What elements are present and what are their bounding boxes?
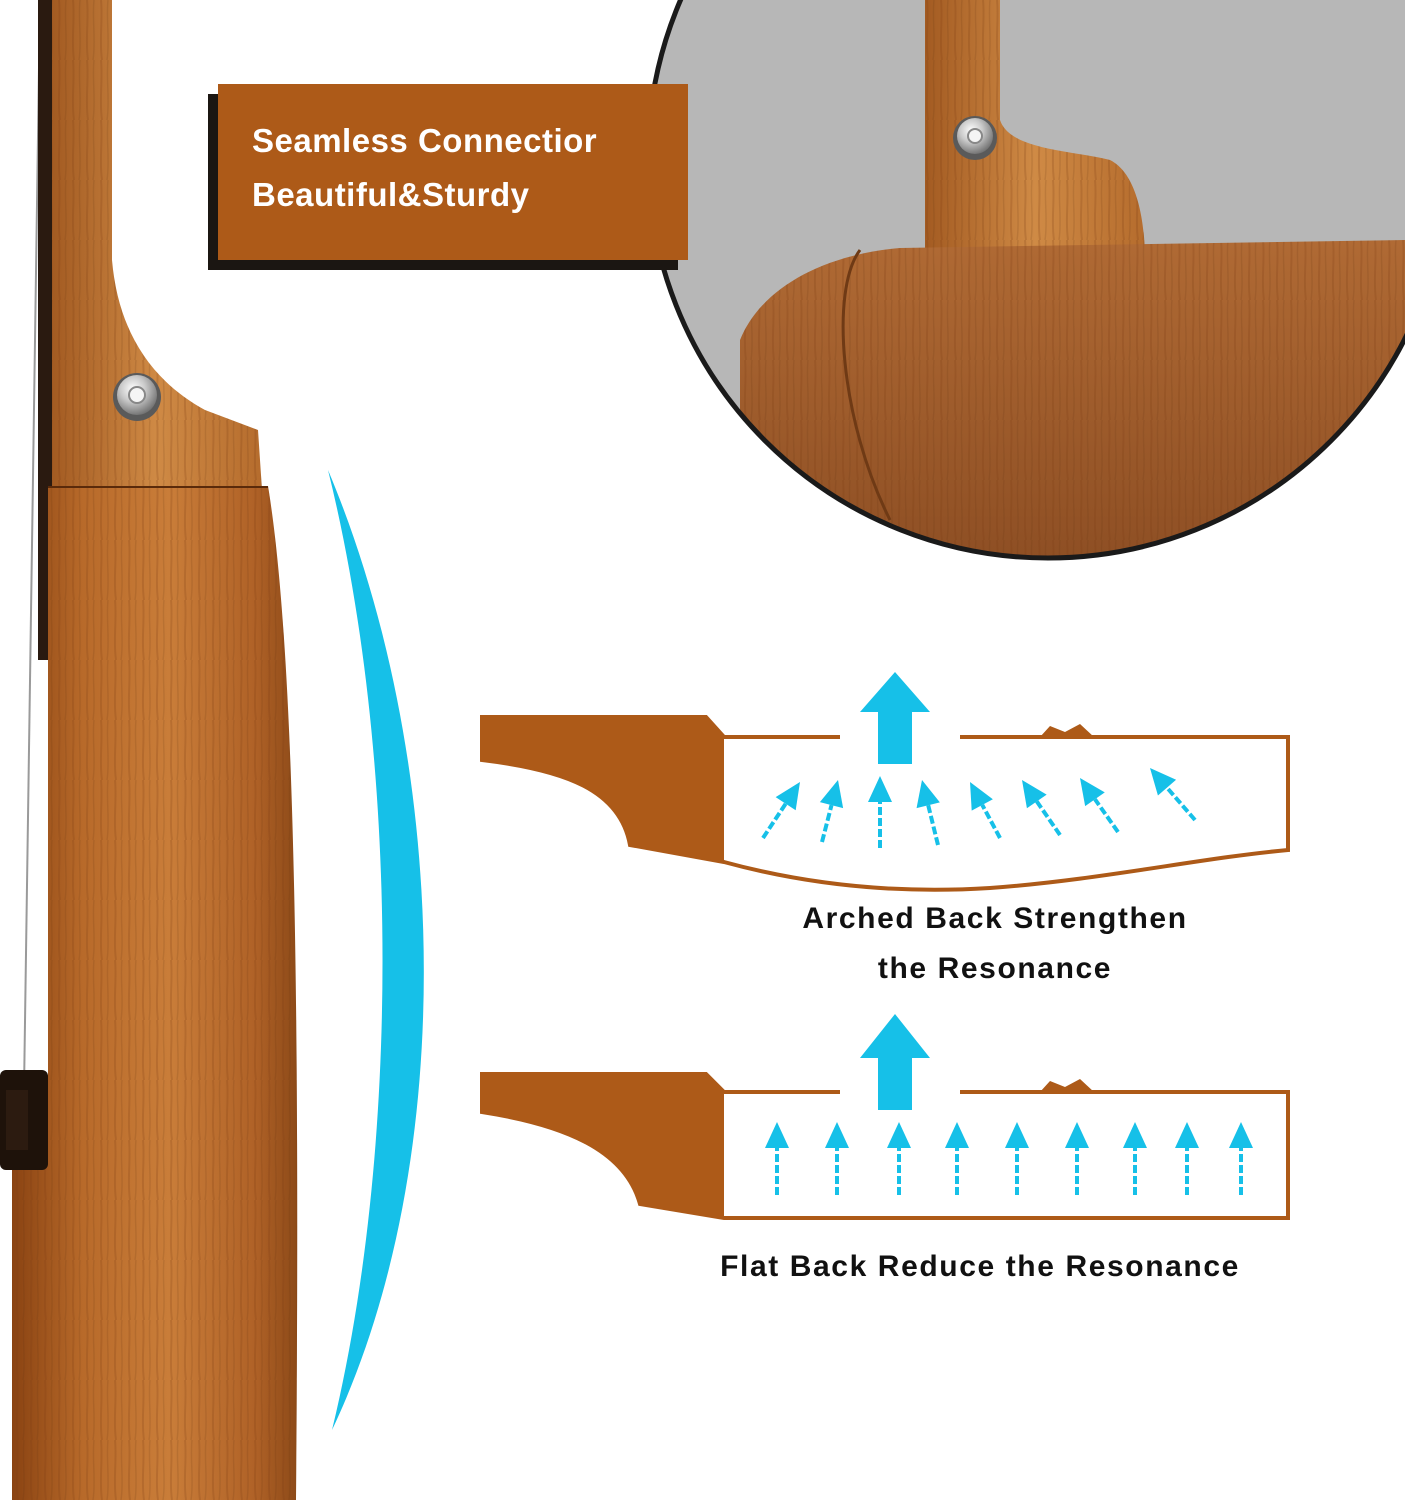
arrow-up-icon bbox=[1150, 768, 1197, 822]
arrow-up-icon bbox=[765, 1122, 789, 1195]
arrow-up-icon bbox=[1175, 1122, 1199, 1195]
ukulele-side-view bbox=[0, 0, 298, 1500]
arrow-up-icon bbox=[860, 672, 930, 764]
arrow-up-icon bbox=[819, 780, 844, 843]
blue-arc-accent bbox=[328, 470, 424, 1430]
arrow-up-icon bbox=[761, 782, 800, 840]
arched-back-diagram bbox=[480, 672, 1290, 892]
arrow-up-icon bbox=[1022, 780, 1062, 837]
arrow-up-icon bbox=[825, 1122, 849, 1195]
arrow-up-icon bbox=[1005, 1122, 1029, 1195]
sound-arrows-flat bbox=[765, 1122, 1253, 1195]
heel-block bbox=[482, 1074, 724, 1218]
arrow-up-icon bbox=[916, 780, 940, 846]
arrow-up-icon bbox=[1065, 1122, 1089, 1195]
arrow-up-icon bbox=[1123, 1122, 1147, 1195]
arrow-up-icon bbox=[970, 782, 1002, 839]
bridge bbox=[0, 1070, 48, 1170]
zoom-detail-circle bbox=[645, 0, 1405, 561]
feature-banner: Seamless Connectior Beautiful&Sturdy bbox=[208, 84, 688, 270]
flat-back-diagram bbox=[480, 1014, 1290, 1220]
arrow-up-icon bbox=[1080, 778, 1120, 834]
string bbox=[23, 0, 41, 1091]
arched-caption-line2: the Resonance bbox=[877, 952, 1113, 985]
arrow-up-icon bbox=[868, 776, 892, 848]
arrow-up-icon bbox=[1229, 1122, 1253, 1195]
banner-face: Seamless Connectior Beautiful&Sturdy bbox=[218, 84, 688, 260]
arrow-up-icon bbox=[945, 1122, 969, 1195]
arrow-up-icon bbox=[860, 1014, 930, 1110]
flat-caption: Flat Back Reduce the Resonance bbox=[720, 1250, 1240, 1283]
banner-title-line2: Beautiful&Sturdy bbox=[252, 176, 530, 213]
strap-button-icon bbox=[113, 373, 161, 421]
strap-button-icon bbox=[953, 116, 997, 160]
arrow-up-icon bbox=[887, 1122, 911, 1195]
arched-caption-line1: Arched Back Strengthen bbox=[802, 902, 1188, 935]
sound-arrows-arched bbox=[761, 768, 1197, 848]
heel-block bbox=[482, 717, 724, 862]
banner-title-line1: Seamless Connectior bbox=[252, 122, 598, 159]
